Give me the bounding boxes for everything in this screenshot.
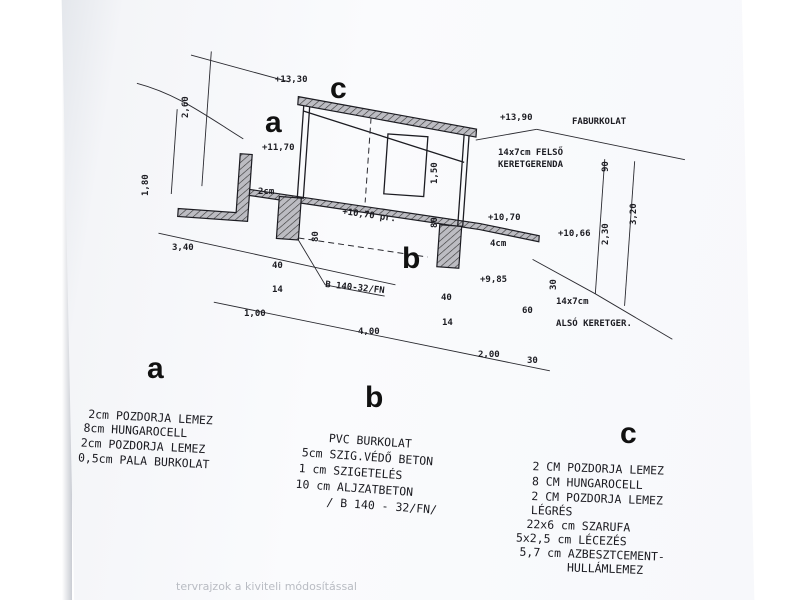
window [383, 133, 429, 198]
callout-label: KERETGERENDA [498, 160, 564, 170]
foundation-right [436, 224, 463, 269]
legend-a-title: a [147, 352, 164, 385]
callout-label: B 140-32/FN [325, 280, 385, 296]
dim-label: 1,00 [244, 309, 266, 319]
legend-c-layer: HULLÁMLEMEZ [567, 559, 644, 577]
section-marker-c: c [330, 72, 347, 105]
callout-label: FABURKOLAT [572, 117, 627, 127]
legend-c-layer: 2 CM POZDORJA LEMEZ [532, 459, 664, 478]
dim-label: 3,20 [629, 203, 639, 225]
legend-a-layer: 0,5cm PALA BURKOLAT [78, 450, 210, 471]
dim-label: 40 [272, 261, 283, 271]
level-label: +13,90 [500, 113, 533, 123]
dim-label: 90 [601, 161, 611, 172]
legend-c: 2 CM POZDORJA LEMEZ 8 CM HUNGAROCELL 2 C… [516, 459, 665, 577]
callout-label: 14x7cm FELSŐ [498, 147, 564, 158]
dim-line [170, 109, 178, 195]
dim-label: 2,30 [601, 223, 611, 245]
level-label: +9,85 [480, 275, 507, 285]
legend-c-layer: 5x2,5 cm LÉCEZÉS [516, 530, 627, 549]
section-line [298, 237, 428, 258]
legend-c-layer: 2 CM POZDORJA LEMEZ [531, 489, 663, 508]
dim-label: 1,80 [141, 174, 151, 196]
legend-b-title: b [365, 381, 383, 414]
dim-label: 3,40 [172, 243, 194, 253]
level-label: +10,70 [488, 213, 521, 223]
legend-b-layer: 1 cm SZIGETELÉS [298, 460, 403, 482]
leader-line [325, 284, 385, 297]
footer-text: tervrajzok a kiviteli módosítással [176, 580, 357, 593]
level-label: +11,70 [262, 143, 295, 153]
dim-line [213, 301, 550, 372]
legend-b-layer: / B 140 - 32/FN/ [326, 495, 438, 517]
legend-c-layer: 22x6 cm SZARUFA [526, 517, 630, 535]
foundation-left [275, 195, 302, 241]
leader-line [536, 128, 685, 161]
legend-c-title: c [620, 417, 637, 450]
legend-b-layer: PVC BURKOLAT [328, 431, 412, 451]
dim-label: 1,50 [430, 162, 440, 184]
dim-label: 4,00 [358, 327, 380, 337]
leader-line [297, 239, 326, 286]
legend-c-layer: 8 CM HUNGAROCELL [532, 474, 643, 492]
dim-label: 80 [430, 217, 440, 228]
dim-line [594, 159, 606, 294]
dim-label: 40 [441, 293, 452, 303]
wall-right [457, 133, 470, 228]
dim-label: 4cm [490, 239, 507, 249]
legend-b: PVC BURKOLAT 5cm SZIG.VÉDŐ BETON 1 cm SZ… [295, 431, 438, 517]
terrain-line-left [136, 82, 244, 140]
dim-label: 30 [527, 356, 538, 366]
section-marker-b: b [402, 242, 420, 275]
floor-slab [248, 188, 540, 243]
legend-a-layer: 8cm HUNGAROCELL [83, 421, 188, 440]
dim-line [190, 54, 290, 83]
legend-c-layer: LÉGRÉS [531, 502, 573, 518]
dim-label: 2,60 [181, 96, 191, 118]
axis-line [364, 117, 372, 203]
dim-label: 80 [311, 231, 321, 242]
dim-label: 14 [272, 285, 283, 295]
dim-label: 30 [549, 279, 559, 290]
upper-beam [303, 110, 465, 163]
dim-label: 60 [522, 306, 533, 316]
dim-line [624, 161, 636, 306]
wall-left [296, 104, 311, 199]
dim-label: 2,00 [478, 350, 500, 360]
dim-label: 2cm [258, 187, 275, 197]
level-label: +10,66 [558, 229, 591, 239]
legend-a: 2cm POZDORJA LEMEZ 8cm HUNGAROCELL 2cm P… [78, 407, 214, 471]
callout-label: ALSÓ KERETGER. [556, 317, 632, 329]
legend-a-layer: 2cm POZDORJA LEMEZ [80, 436, 205, 457]
dim-line [158, 232, 396, 286]
callout-label: 14x7cm [556, 297, 589, 307]
leader-line [475, 128, 537, 141]
level-label: +13,30 [275, 75, 308, 85]
legend-c-layer: 5,7 cm AZBESZTCEMENT- [519, 545, 665, 564]
roof [297, 95, 478, 138]
dim-line [201, 51, 212, 187]
retaining-wall [177, 153, 253, 223]
section-marker-a: a [265, 106, 282, 139]
legend-a-layer: 2cm POZDORJA LEMEZ [88, 407, 213, 428]
dim-label: 14 [442, 318, 453, 328]
